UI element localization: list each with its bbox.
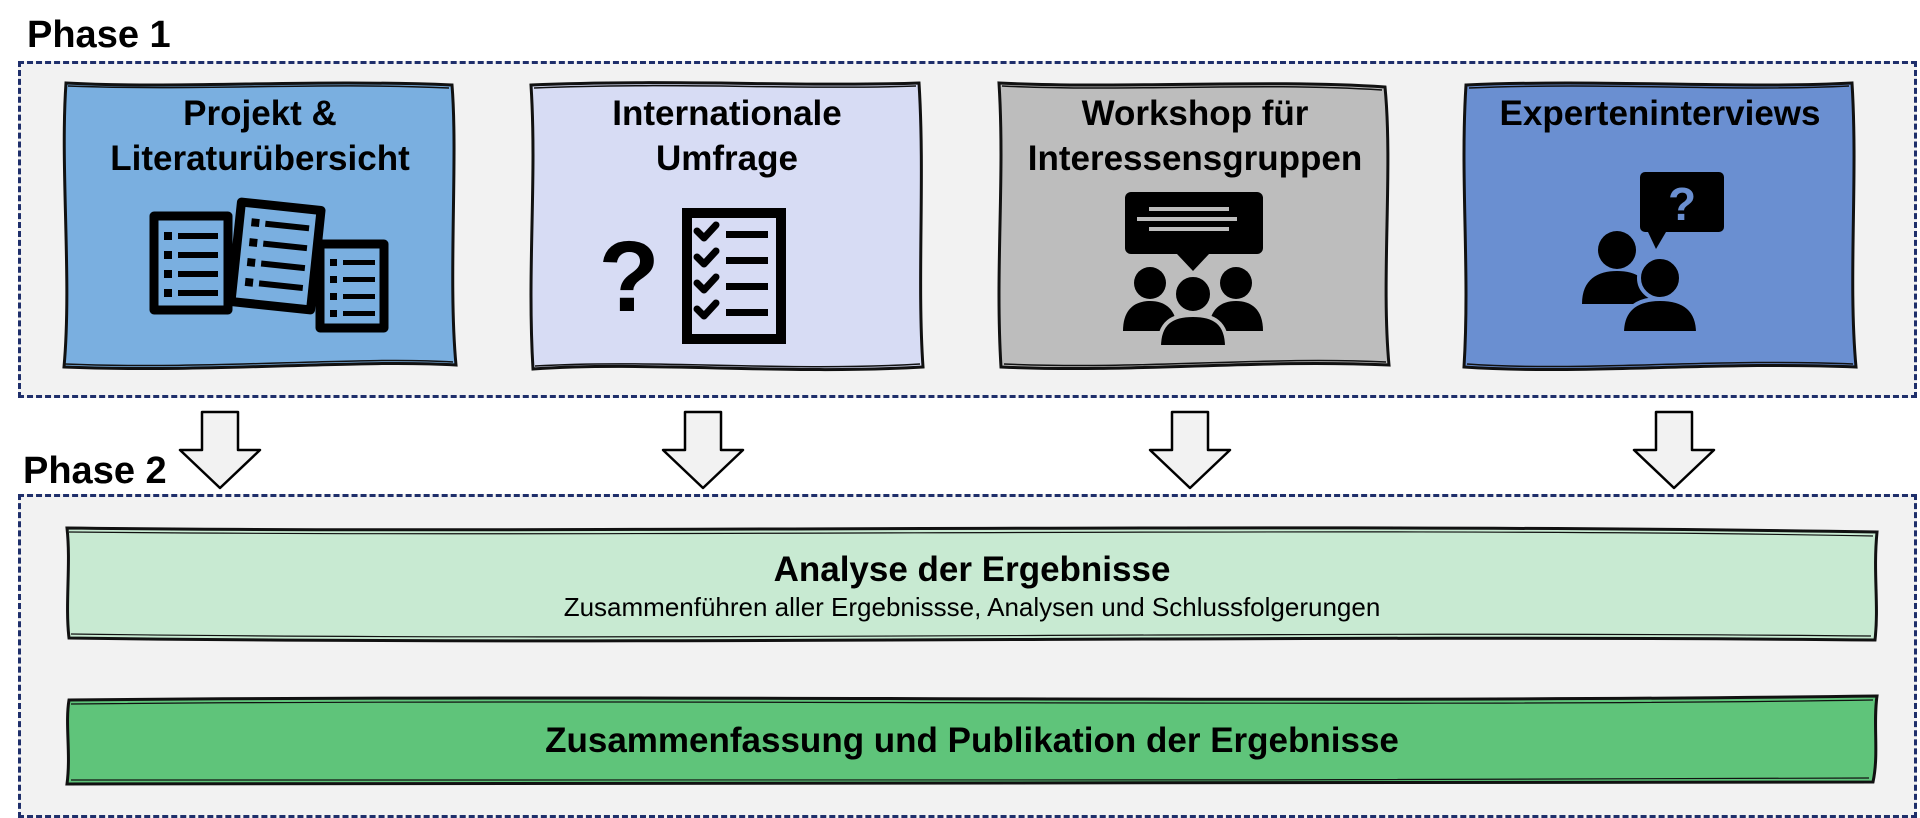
down-arrow-icon bbox=[661, 410, 745, 490]
card-project-literature: Projekt & Literaturübersicht bbox=[60, 79, 460, 374]
interview-icon: ? bbox=[1582, 172, 1724, 335]
documents-icon bbox=[149, 197, 389, 333]
banner-background bbox=[65, 526, 1879, 643]
publication-title: Zusammenfassung und Publikation der Erge… bbox=[545, 721, 1399, 760]
card-international-survey: Internationale Umfrage ? bbox=[527, 79, 927, 374]
svg-text:?: ? bbox=[598, 221, 659, 333]
analysis-banner: Analyse der Ergebnisse Zusammenführen al… bbox=[65, 524, 1879, 646]
card-stakeholder-workshop: Workshop für Interessensgruppen bbox=[995, 79, 1395, 374]
card-title: Internationale Umfrage bbox=[612, 94, 842, 178]
down-arrow-icon bbox=[178, 410, 262, 490]
card-background bbox=[529, 81, 925, 372]
survey-checklist-icon: ? bbox=[598, 208, 786, 344]
banner-background bbox=[65, 694, 1879, 786]
group-discussion-icon bbox=[1123, 192, 1263, 349]
publication-banner: Zusammenfassung und Publikation der Erge… bbox=[65, 694, 1879, 788]
card-title: Experteninterviews bbox=[1499, 94, 1821, 133]
card-expert-interviews: Experteninterviews ? bbox=[1460, 79, 1860, 374]
down-arrow-icon bbox=[1148, 410, 1232, 490]
phase-2-label: Phase 2 bbox=[23, 450, 167, 492]
analysis-title: Analyse der Ergebnisse bbox=[773, 550, 1171, 589]
svg-text:?: ? bbox=[1668, 178, 1696, 230]
analysis-subtitle: Zusammenführen aller Ergebnissse, Analys… bbox=[563, 592, 1381, 622]
card-title: Projekt & Literaturübersicht bbox=[110, 94, 410, 178]
phase-1-label: Phase 1 bbox=[27, 14, 171, 56]
down-arrow-icon bbox=[1632, 410, 1716, 490]
card-title: Workshop für Interessensgruppen bbox=[1027, 94, 1363, 178]
